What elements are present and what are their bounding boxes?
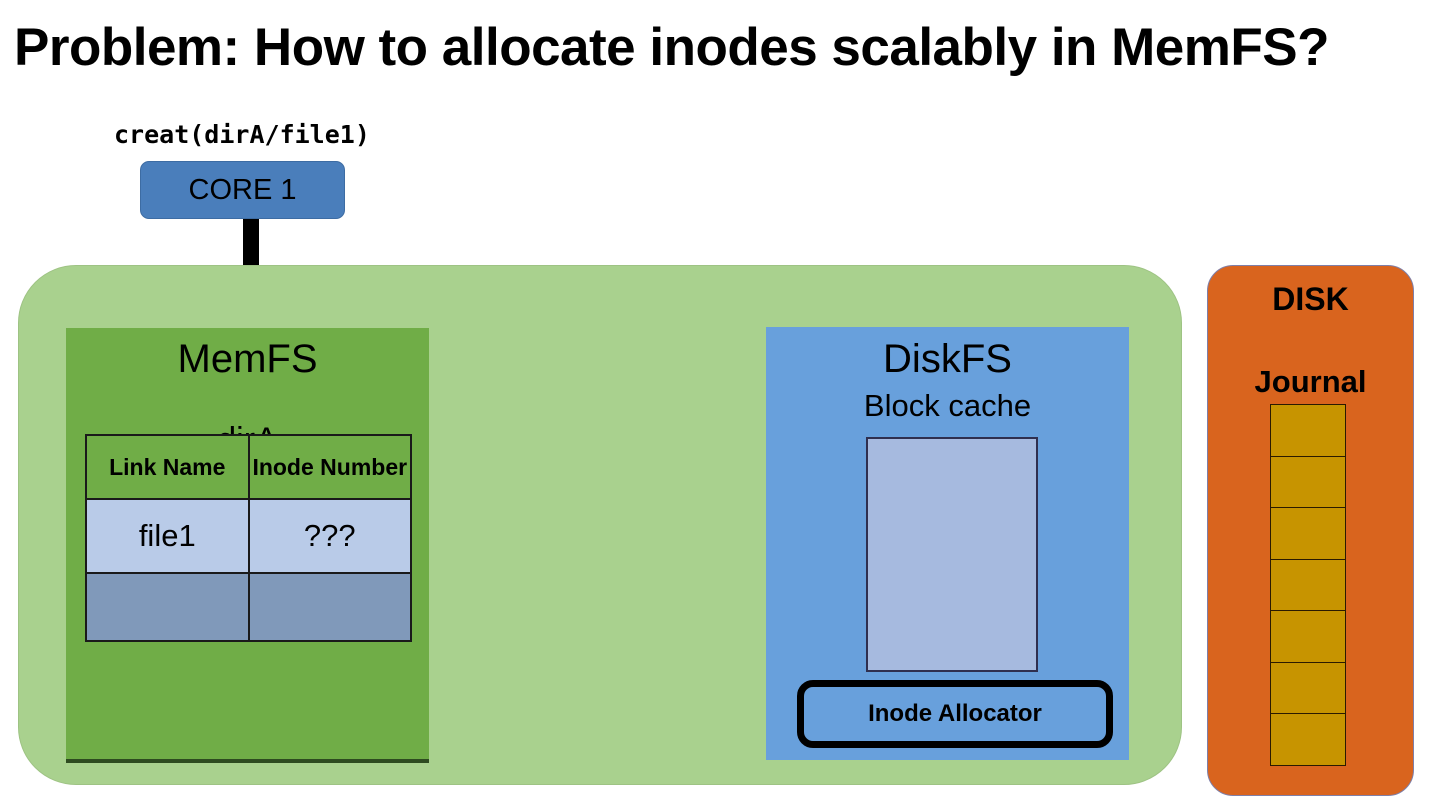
table-header-row: Link Name Inode Number [85, 434, 412, 500]
cell-inode-number-empty [247, 572, 412, 642]
page-title: Problem: How to allocate inodes scalably… [14, 18, 1330, 77]
journal-label: Journal [1254, 364, 1367, 399]
disk-title: DISK [1272, 281, 1349, 317]
table-row [85, 572, 412, 642]
cell-inode-number: ??? [247, 498, 412, 574]
journal-block [1270, 610, 1346, 663]
journal-block [1270, 661, 1346, 715]
journal-block [1270, 404, 1346, 457]
syscall-label: creat(dirA/file1) [114, 120, 370, 149]
cell-link-name: file1 [85, 498, 250, 574]
core-label: CORE 1 [188, 173, 297, 206]
block-cache-label: Block cache [863, 388, 1032, 423]
cell-link-name-empty [85, 572, 250, 642]
diskfs-title: DiskFS [883, 337, 1012, 381]
table-row: file1 ??? [85, 498, 412, 574]
core-box: CORE 1 [140, 161, 345, 219]
inode-allocator-label: Inode Allocator [868, 700, 1042, 727]
memfs-panel: MemFS dirA Link Name Inode Number file1 … [66, 328, 429, 763]
journal-block [1270, 507, 1346, 560]
inode-allocator-box: Inode Allocator [797, 680, 1113, 748]
block-cache-rect [866, 437, 1038, 672]
column-header-link-name: Link Name [85, 434, 250, 500]
memfs-title: MemFS [177, 337, 318, 381]
column-header-inode-number: Inode Number [247, 434, 412, 500]
journal-block-list [1270, 404, 1346, 766]
journal-block [1270, 558, 1346, 612]
disk-panel: DISK Journal [1207, 265, 1414, 796]
diskfs-panel: DiskFS Block cache Inode Allocator [766, 327, 1129, 760]
journal-block [1270, 713, 1346, 766]
journal-block [1270, 455, 1346, 509]
directory-table: Link Name Inode Number file1 ??? [85, 434, 412, 642]
